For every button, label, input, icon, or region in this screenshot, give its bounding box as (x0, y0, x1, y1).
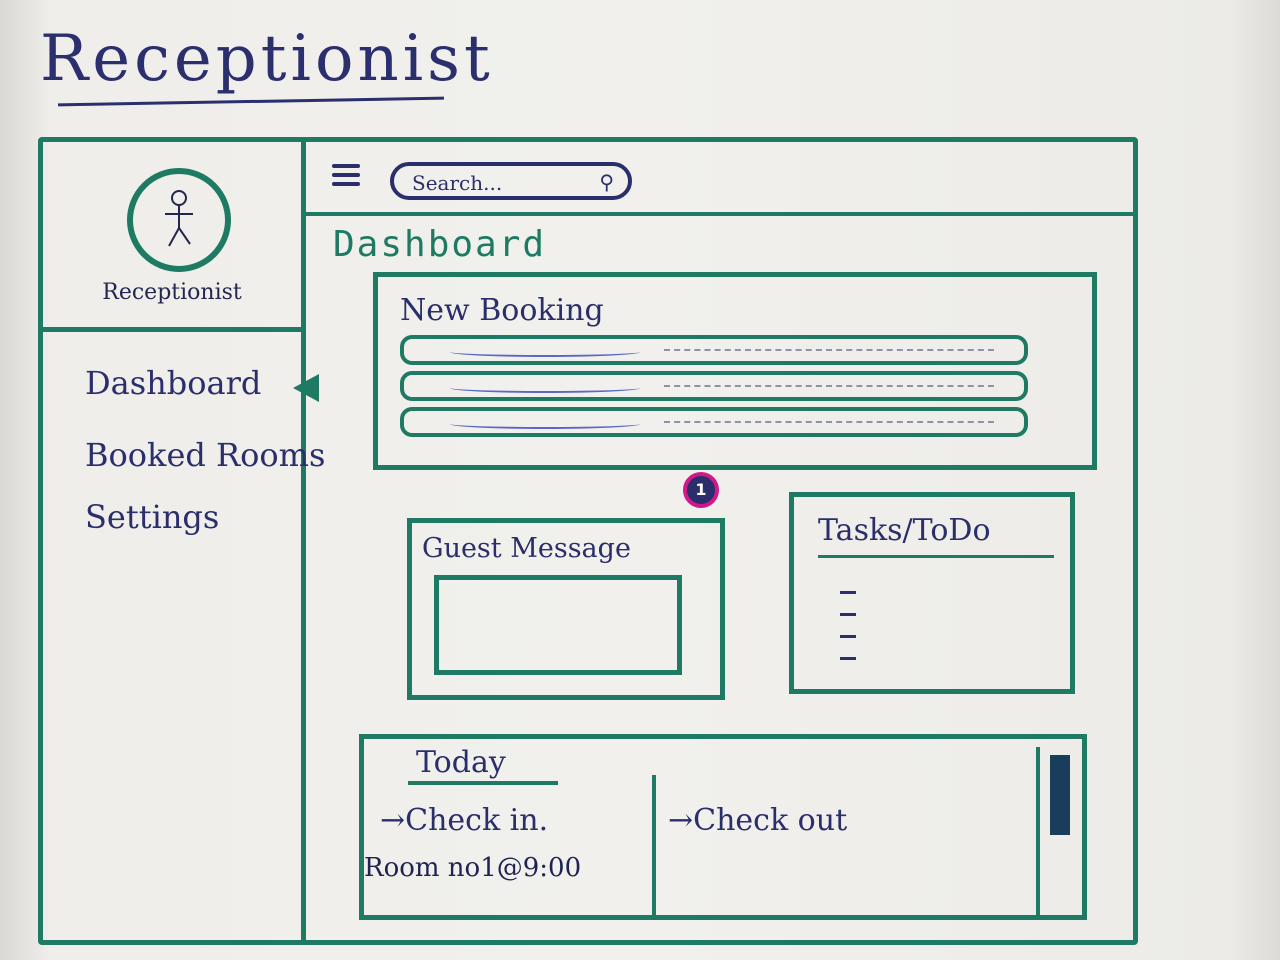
stick-figure-icon (165, 190, 193, 247)
new-booking-panel: New Booking (373, 272, 1097, 470)
guest-message-box[interactable] (434, 575, 682, 675)
topbar: ⚲ (306, 142, 1133, 216)
booking-row[interactable] (400, 407, 1028, 437)
active-indicator (293, 374, 319, 402)
notification-badge: 1 (683, 472, 719, 508)
booking-row[interactable] (400, 371, 1028, 401)
today-panel: Today →Check in. Room no1@9:00 →Check ou… (359, 734, 1087, 920)
today-underline (408, 781, 558, 785)
tasks-title: Tasks/ToDo (818, 513, 991, 548)
page-title: Receptionist (40, 22, 494, 96)
task-item[interactable] (840, 635, 856, 638)
task-item[interactable] (840, 657, 856, 660)
check-in-label[interactable]: →Check in. (380, 803, 549, 838)
scroll-thumb[interactable] (1050, 755, 1070, 835)
task-item[interactable] (840, 591, 856, 594)
search-input[interactable] (410, 169, 584, 197)
sidebar-item-dashboard[interactable]: Dashboard (85, 364, 262, 402)
tasks-panel: Tasks/ToDo (789, 492, 1075, 694)
sidebar-item-settings[interactable]: Settings (85, 498, 220, 536)
menu-icon[interactable] (332, 164, 360, 188)
tasks-underline (818, 555, 1054, 558)
task-item[interactable] (840, 613, 856, 616)
check-out-label[interactable]: →Check out (668, 803, 848, 838)
app-frame: Receptionist Dashboard Booked Rooms Sett… (38, 137, 1138, 945)
sidebar-item-booked-rooms[interactable]: Booked Rooms (85, 436, 326, 474)
search-icon[interactable]: ⚲ (599, 170, 614, 194)
scrollbar[interactable] (1036, 747, 1082, 915)
guest-message-panel: Guest Message (407, 518, 725, 700)
avatar[interactable] (127, 168, 231, 272)
new-booking-title: New Booking (400, 293, 604, 328)
today-title: Today (416, 745, 506, 780)
search-box: ⚲ (390, 162, 632, 200)
check-in-note: Room no1@9:00 (364, 853, 582, 883)
dashboard-title: Dashboard (333, 224, 547, 265)
guest-message-title: Guest Message (422, 533, 631, 564)
profile-name: Receptionist (102, 280, 242, 305)
sidebar: Receptionist Dashboard Booked Rooms Sett… (43, 142, 325, 940)
profile-card: Receptionist (43, 142, 301, 332)
booking-row[interactable] (400, 335, 1028, 365)
today-divider (652, 775, 656, 915)
